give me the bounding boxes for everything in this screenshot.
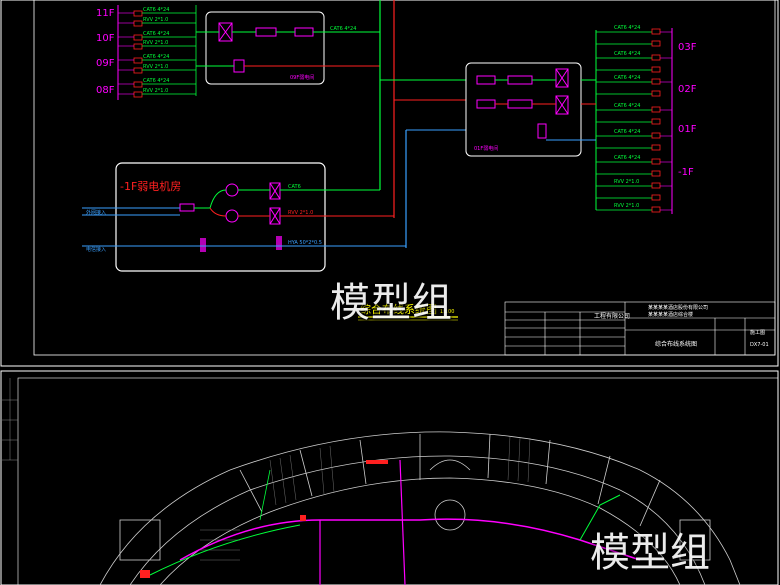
- title-block: [504, 301, 776, 356]
- floor-plan-cabling: [149, 459, 641, 585]
- cabinet-01f: 01F弱电间: [465, 62, 582, 157]
- bottom-sheet: [0, 370, 779, 585]
- svg-text:外网接入: 外网接入: [86, 209, 106, 216]
- cabinet-01f-label: 01F弱电间: [474, 145, 498, 152]
- svg-text:RVV 2*1.0: RVV 2*1.0: [143, 64, 168, 70]
- svg-text:CAT6 4*24: CAT6 4*24: [143, 31, 169, 37]
- svg-text:RVV 2*1.0: RVV 2*1.0: [143, 17, 168, 23]
- svg-text:CAT6 4*24: CAT6 4*24: [614, 129, 640, 135]
- svg-text:CAT6 4*24: CAT6 4*24: [143, 54, 169, 60]
- svg-text:CAT6: CAT6: [288, 184, 301, 190]
- svg-text:HYA 50*2*0.5: HYA 50*2*0.5: [288, 240, 322, 246]
- svg-text:RVV 2*1.0: RVV 2*1.0: [614, 179, 639, 185]
- top-sheet-border: [0, 0, 779, 367]
- main-riser: [379, 0, 466, 248]
- floor-label-09f: 09F: [96, 58, 115, 69]
- floor-label-01f: 01F: [678, 124, 697, 135]
- machine-room-title: -1F弱电机房: [120, 179, 181, 193]
- svg-text:RVV 2*1.0: RVV 2*1.0: [143, 40, 168, 46]
- floor-label-11f: 11F: [96, 8, 115, 19]
- top-sheet-inner-frame: [33, 0, 776, 356]
- watermark-text-bottom: 模型组: [590, 530, 710, 576]
- svg-text:CAT6 4*24: CAT6 4*24: [614, 25, 640, 31]
- diagram-title-group: 综合布线系统图 1:100: [358, 302, 458, 321]
- floor-label-08f: 08F: [96, 85, 115, 96]
- project-item: 某某某某酒店综合楼: [648, 311, 693, 318]
- sheet-number: DX7-01: [750, 342, 769, 348]
- floor-plan: [99, 431, 741, 585]
- machine-room-minus1f: -1F弱电机房 外网接入 电信接入 CAT6 RVV 2*1.0: [82, 162, 406, 272]
- watermark-text: 模型组: [330, 280, 453, 326]
- svg-text:RVV 2*1.0: RVV 2*1.0: [288, 210, 313, 216]
- diagram-title: 综合布线系统图: [360, 302, 437, 316]
- svg-text:CAT6 4*24: CAT6 4*24: [143, 7, 169, 13]
- cabinet-09f-label: 09F弱电间: [290, 74, 314, 81]
- cabinet-09f: 09F弱电间 CAT6 4*24: [196, 11, 380, 85]
- svg-text:RVV 2*1.0: RVV 2*1.0: [143, 88, 168, 94]
- svg-text:CAT6 4*24: CAT6 4*24: [614, 51, 640, 57]
- diagram-scale: 1:100: [440, 309, 454, 315]
- svg-text:电信接入: 电信接入: [86, 246, 106, 253]
- svg-text:CAT6 4*24: CAT6 4*24: [614, 103, 640, 109]
- company-name: 工程有限公司: [594, 312, 630, 320]
- floor-label-10f: 10F: [96, 33, 115, 44]
- svg-text:CAT6 4*24: CAT6 4*24: [614, 155, 640, 161]
- floor-label-03f: 03F: [678, 42, 697, 53]
- svg-text:CAT6 4*24: CAT6 4*24: [614, 75, 640, 81]
- title-block-text: 工程有限公司 某某某某酒店股份有限公司 某某某某酒店综合楼 综合布线系统图 施工…: [594, 304, 769, 348]
- svg-text:CAT6 4*24: CAT6 4*24: [330, 26, 356, 32]
- drawing-name: 综合布线系统图: [655, 340, 697, 348]
- drawing-stage: 施工图: [750, 329, 765, 336]
- floor-label-02f: 02F: [678, 84, 697, 95]
- floor-label-minus1f: -1F: [678, 167, 694, 178]
- project-name: 某某某某酒店股份有限公司: [648, 304, 708, 311]
- svg-text:CAT6 4*24: CAT6 4*24: [143, 78, 169, 84]
- svg-text:RVV 2*1.0: RVV 2*1.0: [614, 203, 639, 209]
